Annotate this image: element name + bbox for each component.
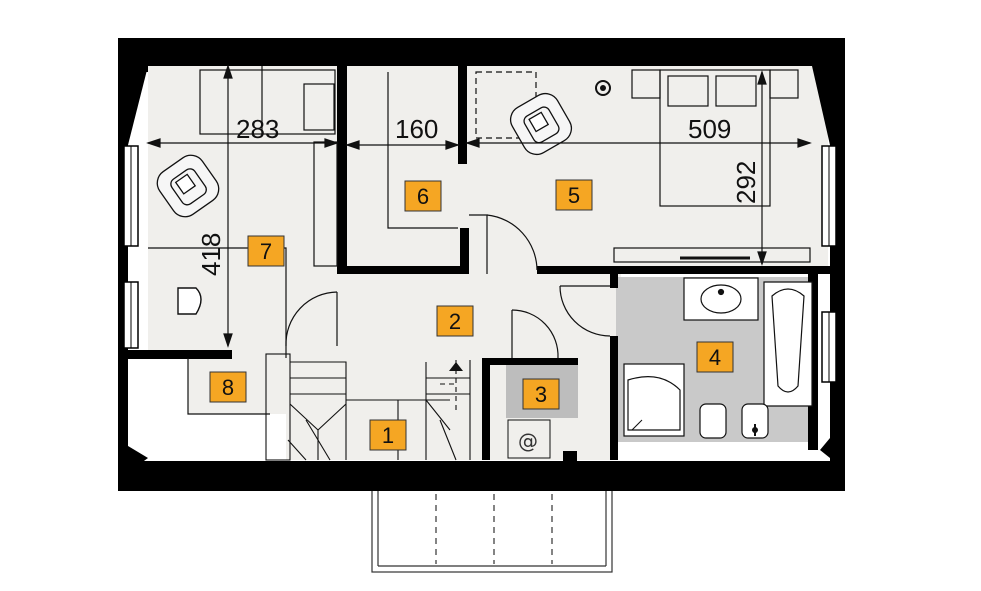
bench [303, 83, 335, 131]
wall-corners [118, 38, 845, 480]
dimension-width-left: 283 [236, 114, 279, 144]
room-tag-8: 8 [209, 371, 247, 403]
pillow-2 [715, 75, 757, 107]
window-right-lower [821, 311, 837, 383]
chair-icon [177, 287, 202, 315]
dimension-lines [146, 64, 812, 348]
svg-text:3: 3 [535, 382, 547, 407]
nightstand-left [631, 69, 661, 99]
balcony [371, 489, 613, 573]
svg-text:1: 1 [382, 423, 394, 448]
stair-arrow-icon [449, 362, 463, 371]
window-left-upper [123, 145, 139, 247]
nightstand-right [769, 69, 799, 99]
armchair-icon [509, 92, 573, 156]
boiler-swirl-icon: @ [518, 429, 538, 453]
room-tag-6: 6 [404, 180, 442, 212]
radiator [613, 247, 811, 263]
room7-outline [148, 247, 287, 415]
svg-text:7: 7 [260, 239, 272, 264]
svg-text:4: 4 [709, 345, 721, 370]
boiler [507, 419, 551, 459]
wardrobe-6 [387, 72, 458, 229]
armchair-icon [156, 154, 220, 218]
window-right-upper [821, 145, 837, 247]
interior-walls [122, 66, 830, 461]
dimension-height-left: 418 [196, 233, 226, 276]
sink-icon [700, 284, 742, 314]
dimension-width-right: 509 [688, 114, 731, 144]
room-tag-7: 7 [247, 235, 285, 267]
desk [199, 69, 336, 135]
svg-text:6: 6 [417, 184, 429, 209]
room-tag-4: 4 [696, 341, 734, 373]
room-tag-5: 5 [555, 179, 593, 211]
room-tag-2: 2 [436, 305, 474, 337]
toilet-icon [699, 403, 727, 439]
svg-text:8: 8 [222, 375, 234, 400]
lamp-icon [595, 80, 611, 96]
bidet-icon [741, 403, 769, 439]
room-tag-3: 3 [522, 378, 560, 410]
window-left-lower [123, 281, 139, 349]
stairs [265, 353, 471, 461]
dimension-height-right: 292 [731, 161, 761, 204]
doors [285, 214, 611, 359]
pillow-1 [667, 75, 709, 107]
room-tag-1: 1 [369, 419, 407, 451]
bed [659, 69, 771, 207]
dimension-width-mid: 160 [395, 114, 438, 144]
svg-text:2: 2 [449, 309, 461, 334]
svg-text:5: 5 [568, 183, 580, 208]
